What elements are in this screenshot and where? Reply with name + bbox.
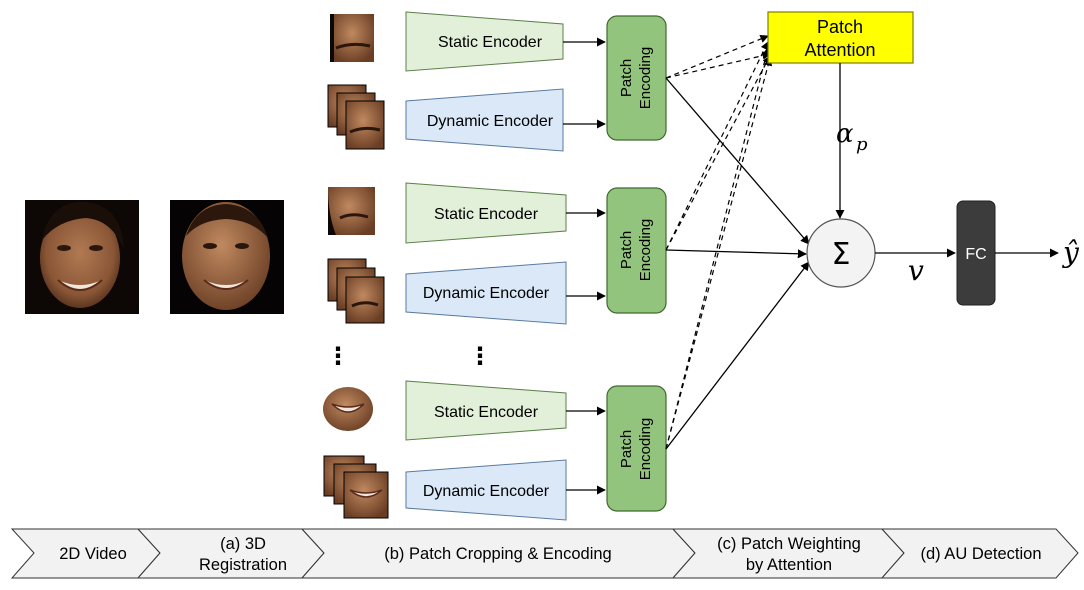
patch-encoding-box-3: Patch Encoding [606, 385, 667, 512]
dynamic-encoder-3: Dynamic Encoder [405, 459, 567, 521]
patch-thumb-mouth-static [323, 386, 373, 432]
dynamic-encoder-label: Dynamic Encoder [423, 285, 550, 302]
static-encoder-1: Static Encoder [405, 11, 564, 72]
step-au-detection: (d) AU Detection [920, 545, 1041, 563]
step-patch-weighting-line1: (c) Patch Weighting [717, 535, 861, 553]
patch-ellipsis: ⋮ [326, 342, 350, 370]
patch-encoding-line2: Encoding [637, 418, 654, 481]
static-encoder-2: Static Encoder [405, 182, 567, 244]
patch-encoding-line2: Encoding [637, 47, 654, 110]
patch-thumb-eye-static [328, 187, 375, 235]
static-encoder-label: Static Encoder [438, 34, 543, 51]
patch-thumb-forehead-static [330, 14, 374, 62]
patch-thumb-forehead-dynamic [327, 84, 385, 150]
patch-encoding-line1: Patch [618, 231, 635, 269]
alpha-symbol: α [836, 119, 854, 149]
attention-dashed-arrows [665, 34, 773, 450]
patch-encoding-line1: Patch [618, 59, 635, 97]
step-patch-cropping: (b) Patch Cropping & Encoding [384, 545, 611, 563]
alpha-subscript: p [856, 134, 868, 155]
dynamic-encoder-2: Dynamic Encoder [405, 261, 567, 325]
encoder-ellipsis: ⋮ [468, 342, 492, 370]
step-2d-video: 2D Video [59, 545, 127, 563]
patch-attention-box: Patch Attention [767, 11, 914, 64]
patch-attention-line2: Attention [804, 40, 875, 60]
yhat-symbol: ŷ [1061, 236, 1080, 269]
dynamic-encoder-1: Dynamic Encoder [405, 88, 564, 152]
video-frame-image [25, 200, 139, 314]
static-encoder-label: Static Encoder [434, 206, 539, 223]
patch-thumb-eye-dynamic [327, 258, 385, 324]
patch-encoding-line2: Encoding [637, 219, 654, 282]
static-encoder-3: Static Encoder [405, 380, 567, 441]
dynamic-encoder-label: Dynamic Encoder [427, 113, 554, 130]
registered-face-image [170, 200, 284, 314]
sum-arrows [665, 77, 810, 450]
fc-box: FC [956, 200, 996, 306]
sum-node: Σ [806, 218, 876, 288]
v-symbol: v [908, 254, 924, 287]
step-patch-weighting-line2: by Attention [746, 556, 832, 574]
patch-attention-line1: Patch [817, 17, 863, 37]
patch-thumb-mouth-dynamic [323, 455, 389, 519]
dynamic-encoder-label: Dynamic Encoder [423, 483, 550, 500]
encoder-arrows [563, 37, 606, 495]
pipeline-bar: 2D Video (a) 3D Registration (b) Patch C… [10, 528, 1079, 579]
fc-label: FC [965, 246, 986, 263]
patch-encoding-line1: Patch [618, 430, 635, 468]
step-3d-registration-line2: Registration [199, 556, 287, 574]
patch-encoding-box-2: Patch Encoding [606, 187, 667, 314]
sum-symbol: Σ [832, 237, 851, 272]
static-encoder-label: Static Encoder [434, 404, 539, 421]
patch-encoding-box-1: Patch Encoding [606, 15, 667, 141]
step-3d-registration-line1: (a) 3D [220, 535, 266, 553]
